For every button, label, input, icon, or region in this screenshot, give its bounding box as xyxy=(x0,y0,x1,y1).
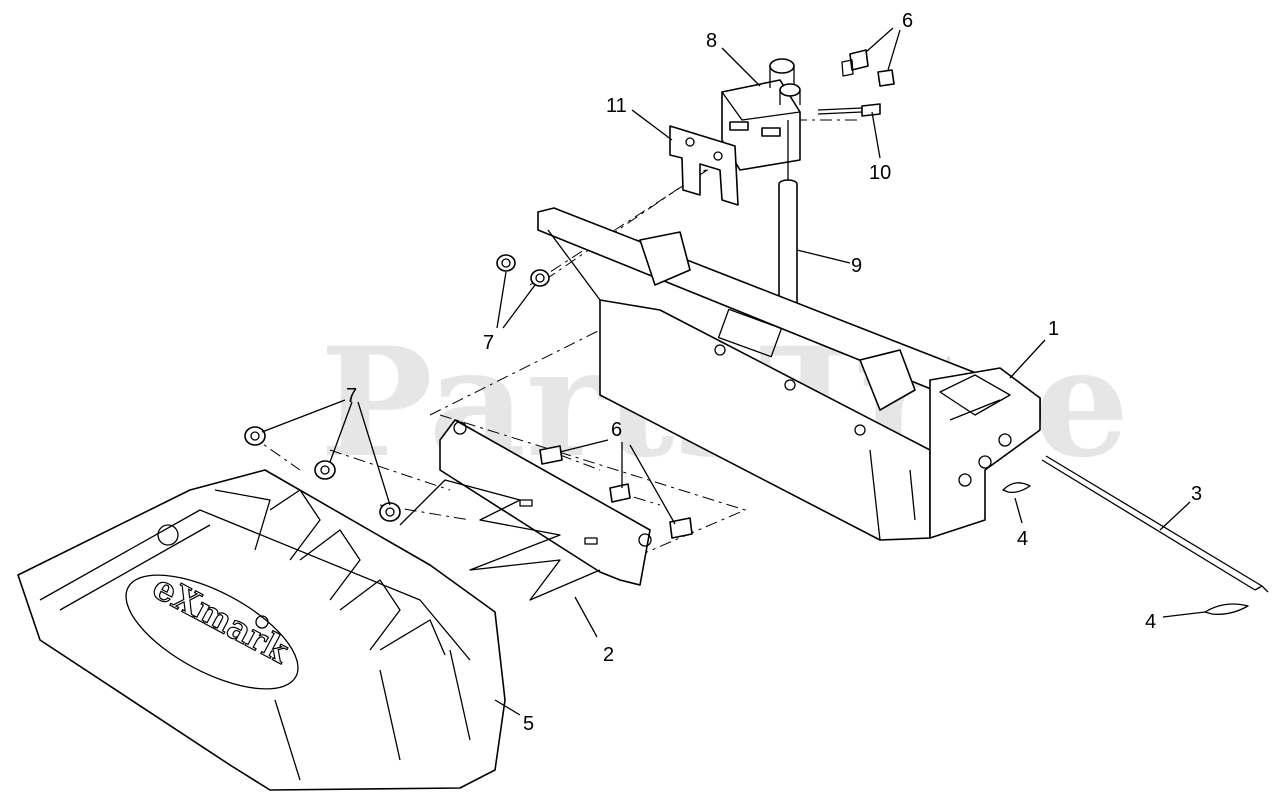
part-5-deck-cover: eXmark xyxy=(17,469,506,791)
part-4-hairpin-upper xyxy=(1002,482,1031,494)
callout-7-lower: 7 xyxy=(346,385,357,407)
part-7-nuts-lower xyxy=(244,426,401,522)
part-8-pivot-bracket xyxy=(721,58,801,171)
callout-3: 3 xyxy=(1191,483,1202,505)
callout-1: 1 xyxy=(1048,318,1059,340)
callout-4-upper: 4 xyxy=(1017,528,1028,550)
part-6-bolts-upper xyxy=(817,49,895,117)
part-4-hairpin-lower xyxy=(1204,603,1249,615)
part-3-hitch-rod xyxy=(1041,455,1269,593)
callout-4-lower: 4 xyxy=(1145,611,1156,633)
part-7-nuts-upper xyxy=(496,254,550,287)
callout-9: 9 xyxy=(851,255,862,277)
callout-5: 5 xyxy=(523,713,534,735)
callout-6-lower: 6 xyxy=(611,419,622,441)
callout-8: 8 xyxy=(706,30,717,52)
callout-labels: 1 2 3 4 4 5 6 6 7 7 8 9 10 11 xyxy=(346,10,1202,735)
part-1-main-frame xyxy=(537,207,1041,541)
callout-11: 11 xyxy=(606,95,627,117)
callout-6-upper: 6 xyxy=(902,10,913,32)
callout-10: 10 xyxy=(869,162,891,184)
part-6-bolts-lower xyxy=(539,445,693,539)
part-2-deflector-plate xyxy=(399,419,652,601)
part-11-spacer-plate xyxy=(669,125,739,206)
leader-lines xyxy=(261,27,1206,716)
callout-2: 2 xyxy=(603,644,614,666)
callout-7-upper: 7 xyxy=(483,332,494,354)
